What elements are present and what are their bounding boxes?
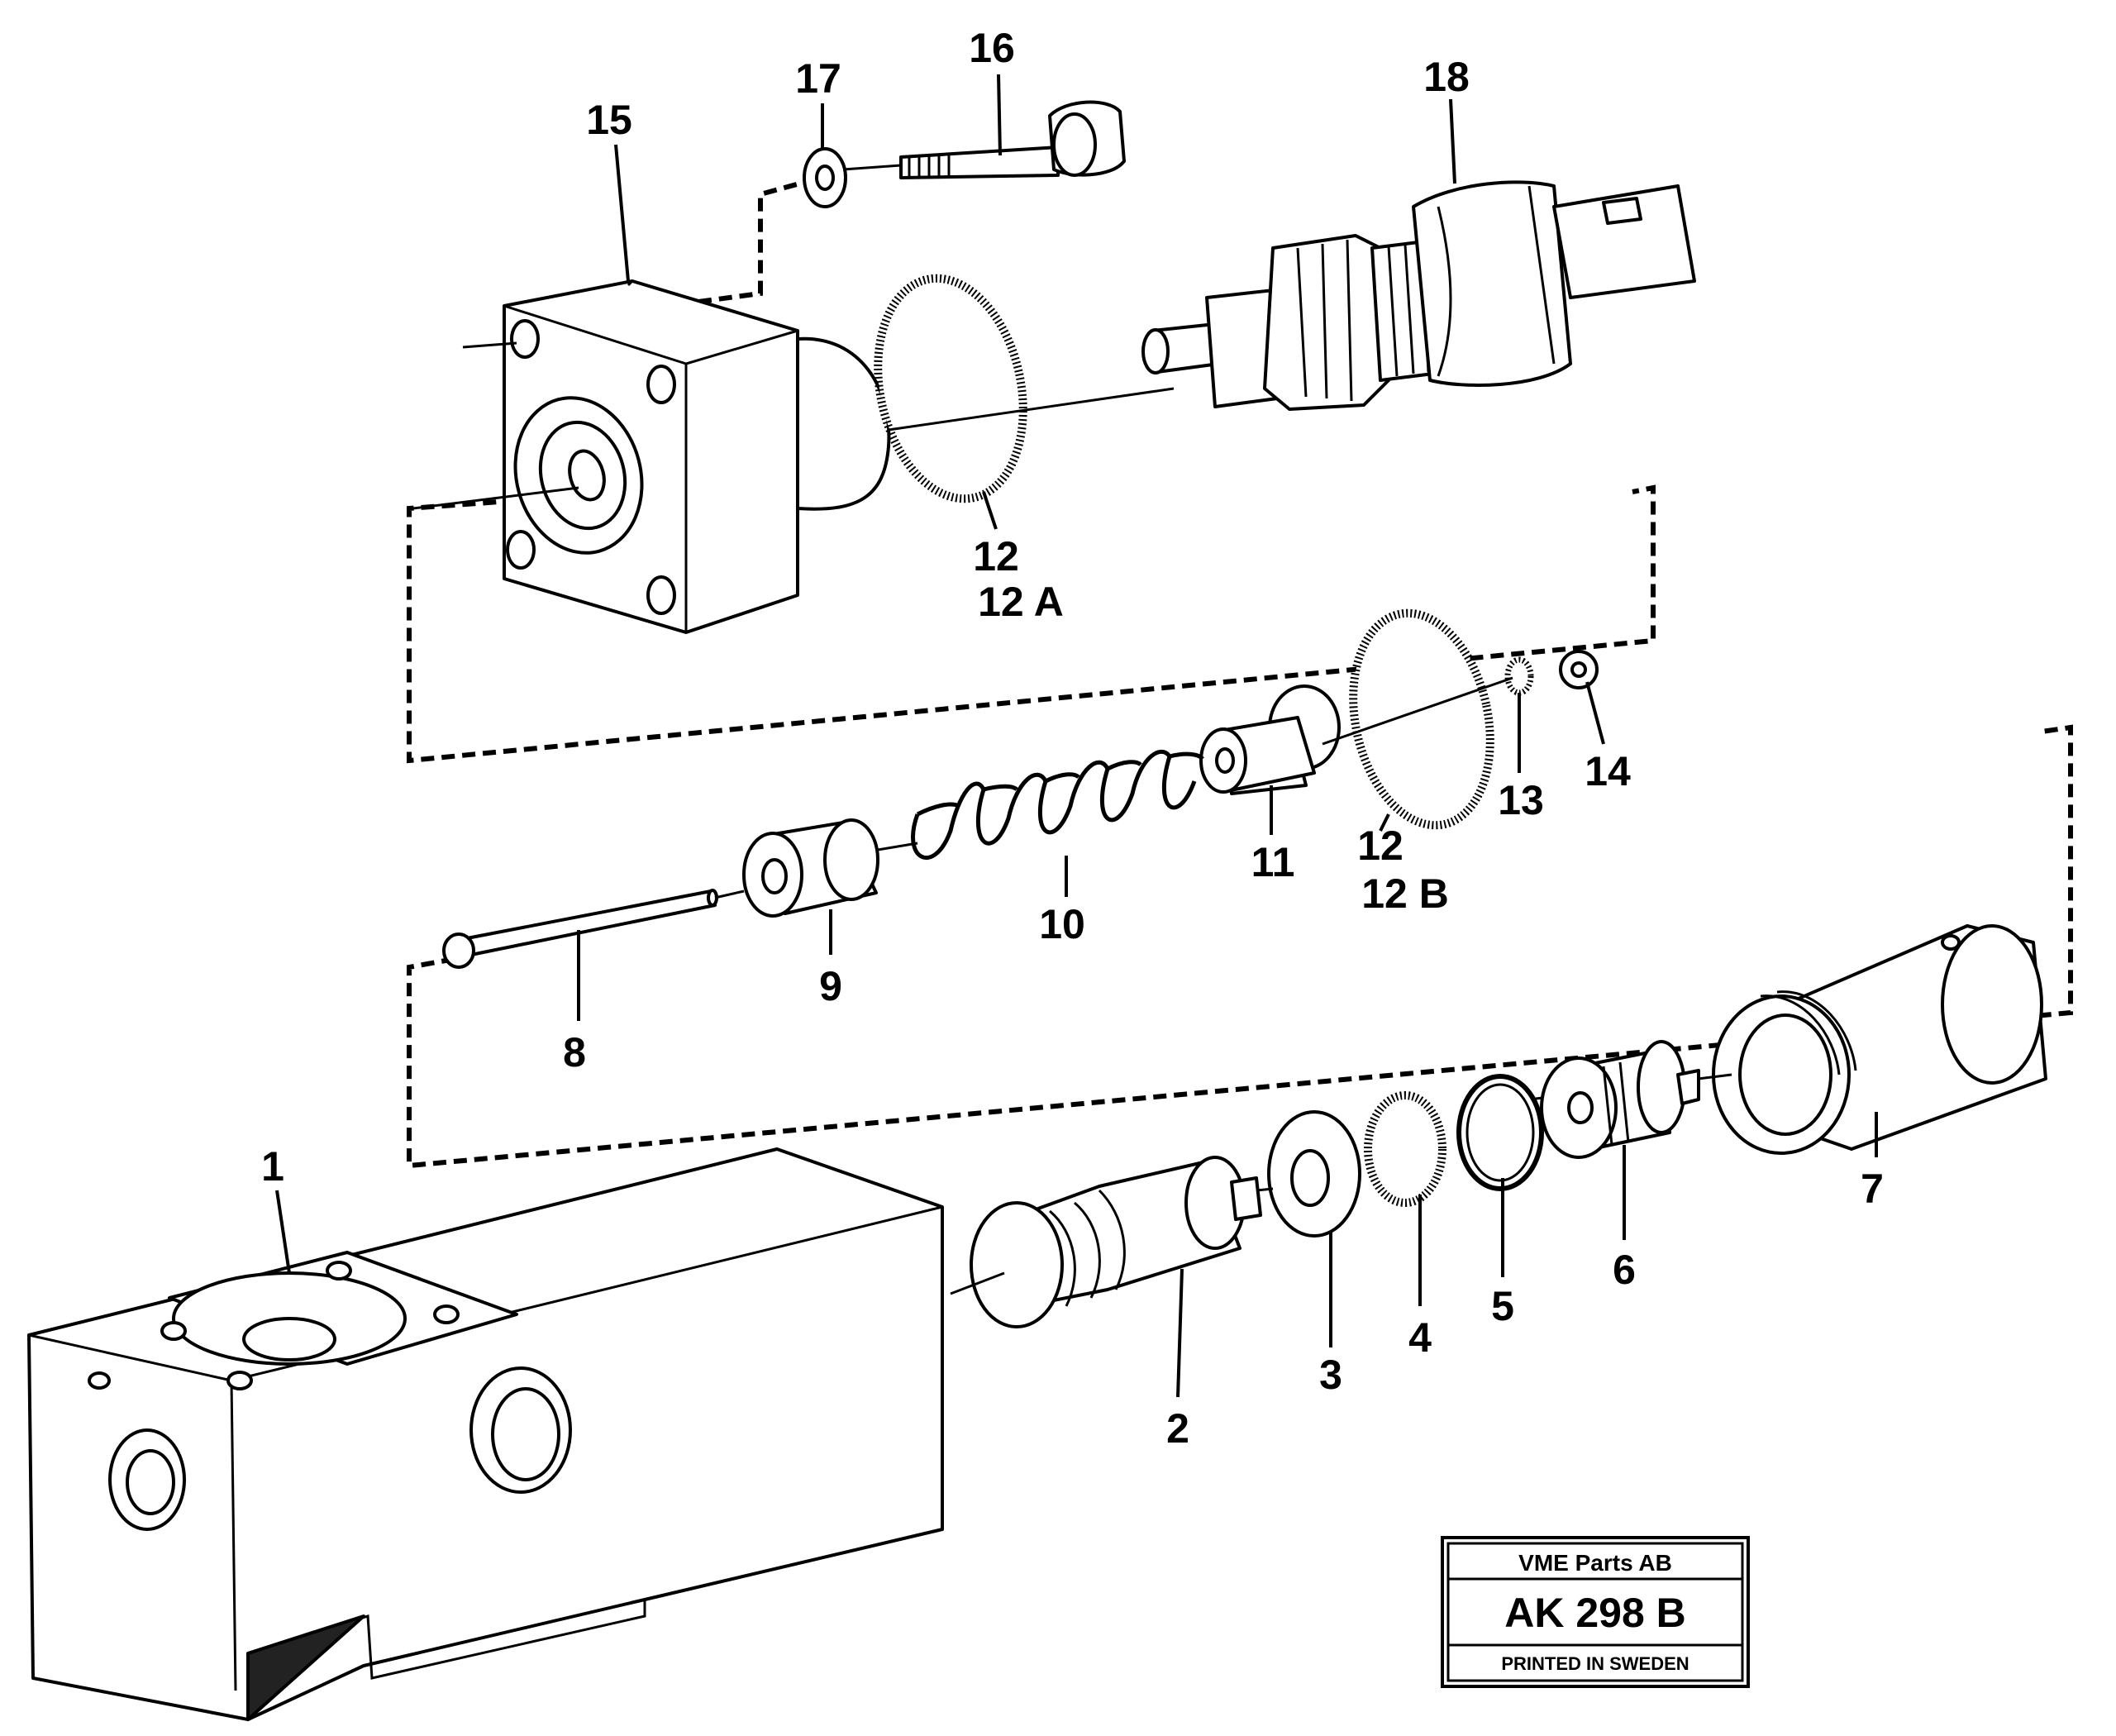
title-block-printed: PRINTED IN SWEDEN — [1501, 1653, 1689, 1674]
label-part-8: 8 — [563, 1029, 586, 1075]
label-part-11: 11 — [1251, 839, 1295, 885]
title-block-company: VME Parts AB — [1518, 1550, 1672, 1576]
label-part-6: 6 — [1613, 1247, 1636, 1293]
label-part-7: 7 — [1861, 1166, 1884, 1212]
part-4-o-ring — [1364, 1091, 1446, 1207]
label-part-18: 18 — [1423, 54, 1470, 100]
leader-16 — [997, 74, 1002, 156]
label-part-3: 3 — [1319, 1352, 1342, 1398]
label-part-16: 16 — [969, 25, 1015, 71]
label-part-2: 2 — [1166, 1405, 1189, 1452]
leader-2 — [1176, 1268, 1184, 1398]
part-8-pin — [442, 889, 745, 969]
dashed-connectors — [407, 179, 2073, 1169]
title-block: VME Parts AB AK 298 B PRINTED IN SWEDEN — [1441, 1536, 1750, 1688]
part-17-washer — [803, 147, 847, 208]
label-part-12a-variant: 12 A — [978, 579, 1064, 625]
part-7-sleeve — [1528, 924, 2047, 1155]
leader-14 — [1585, 681, 1605, 745]
part-6-valve-insert — [1540, 1040, 1700, 1159]
part-14-nut — [1559, 650, 1599, 689]
part-12a-seal-ring — [874, 274, 1175, 503]
part-10-spring — [867, 750, 1204, 860]
label-part-15: 15 — [586, 97, 632, 143]
part-3-ring — [1256, 1110, 1361, 1238]
label-part-12b-number: 12 — [1357, 823, 1404, 869]
leader-18 — [1449, 98, 1456, 184]
part-11-piston — [1199, 676, 1513, 795]
part-15-flange-cover — [412, 279, 891, 634]
label-part-17: 17 — [795, 55, 841, 102]
label-part-14: 14 — [1585, 748, 1631, 794]
part-9-spring-seat — [742, 818, 879, 918]
label-part-9: 9 — [819, 963, 842, 1009]
part-2-valve-spool — [950, 1156, 1262, 1328]
leader-12b — [1379, 813, 1390, 832]
part-labels: 1 2 3 4 5 6 7 8 9 10 11 12 12 A 12 12 B … — [261, 25, 1884, 1452]
leader-1 — [275, 1190, 291, 1274]
part-12b-seal-ring — [1349, 608, 1494, 830]
label-part-4: 4 — [1408, 1314, 1432, 1361]
part-18-pressure-switch — [1141, 180, 1696, 411]
label-part-5: 5 — [1491, 1283, 1514, 1329]
label-part-12a-number: 12 — [973, 533, 1019, 579]
part-16-screw — [842, 100, 1126, 179]
connector-15-17 — [698, 179, 807, 304]
part-1-valve-housing — [27, 1147, 944, 1721]
leader-lines — [275, 74, 1878, 1398]
connector-upper-loop — [407, 484, 1656, 764]
part-13-small-seal — [1504, 656, 1534, 696]
leader-12a — [982, 491, 998, 530]
label-part-10: 10 — [1039, 901, 1085, 947]
label-part-1: 1 — [261, 1143, 284, 1190]
part-5-seal-ring — [1456, 1074, 1544, 1191]
leader-15 — [614, 144, 630, 282]
connector-lower-loop — [407, 724, 2073, 1169]
title-block-code: AK 298 B — [1504, 1590, 1686, 1636]
label-part-13: 13 — [1498, 777, 1544, 823]
label-part-12b-variant: 12 B — [1361, 870, 1449, 917]
